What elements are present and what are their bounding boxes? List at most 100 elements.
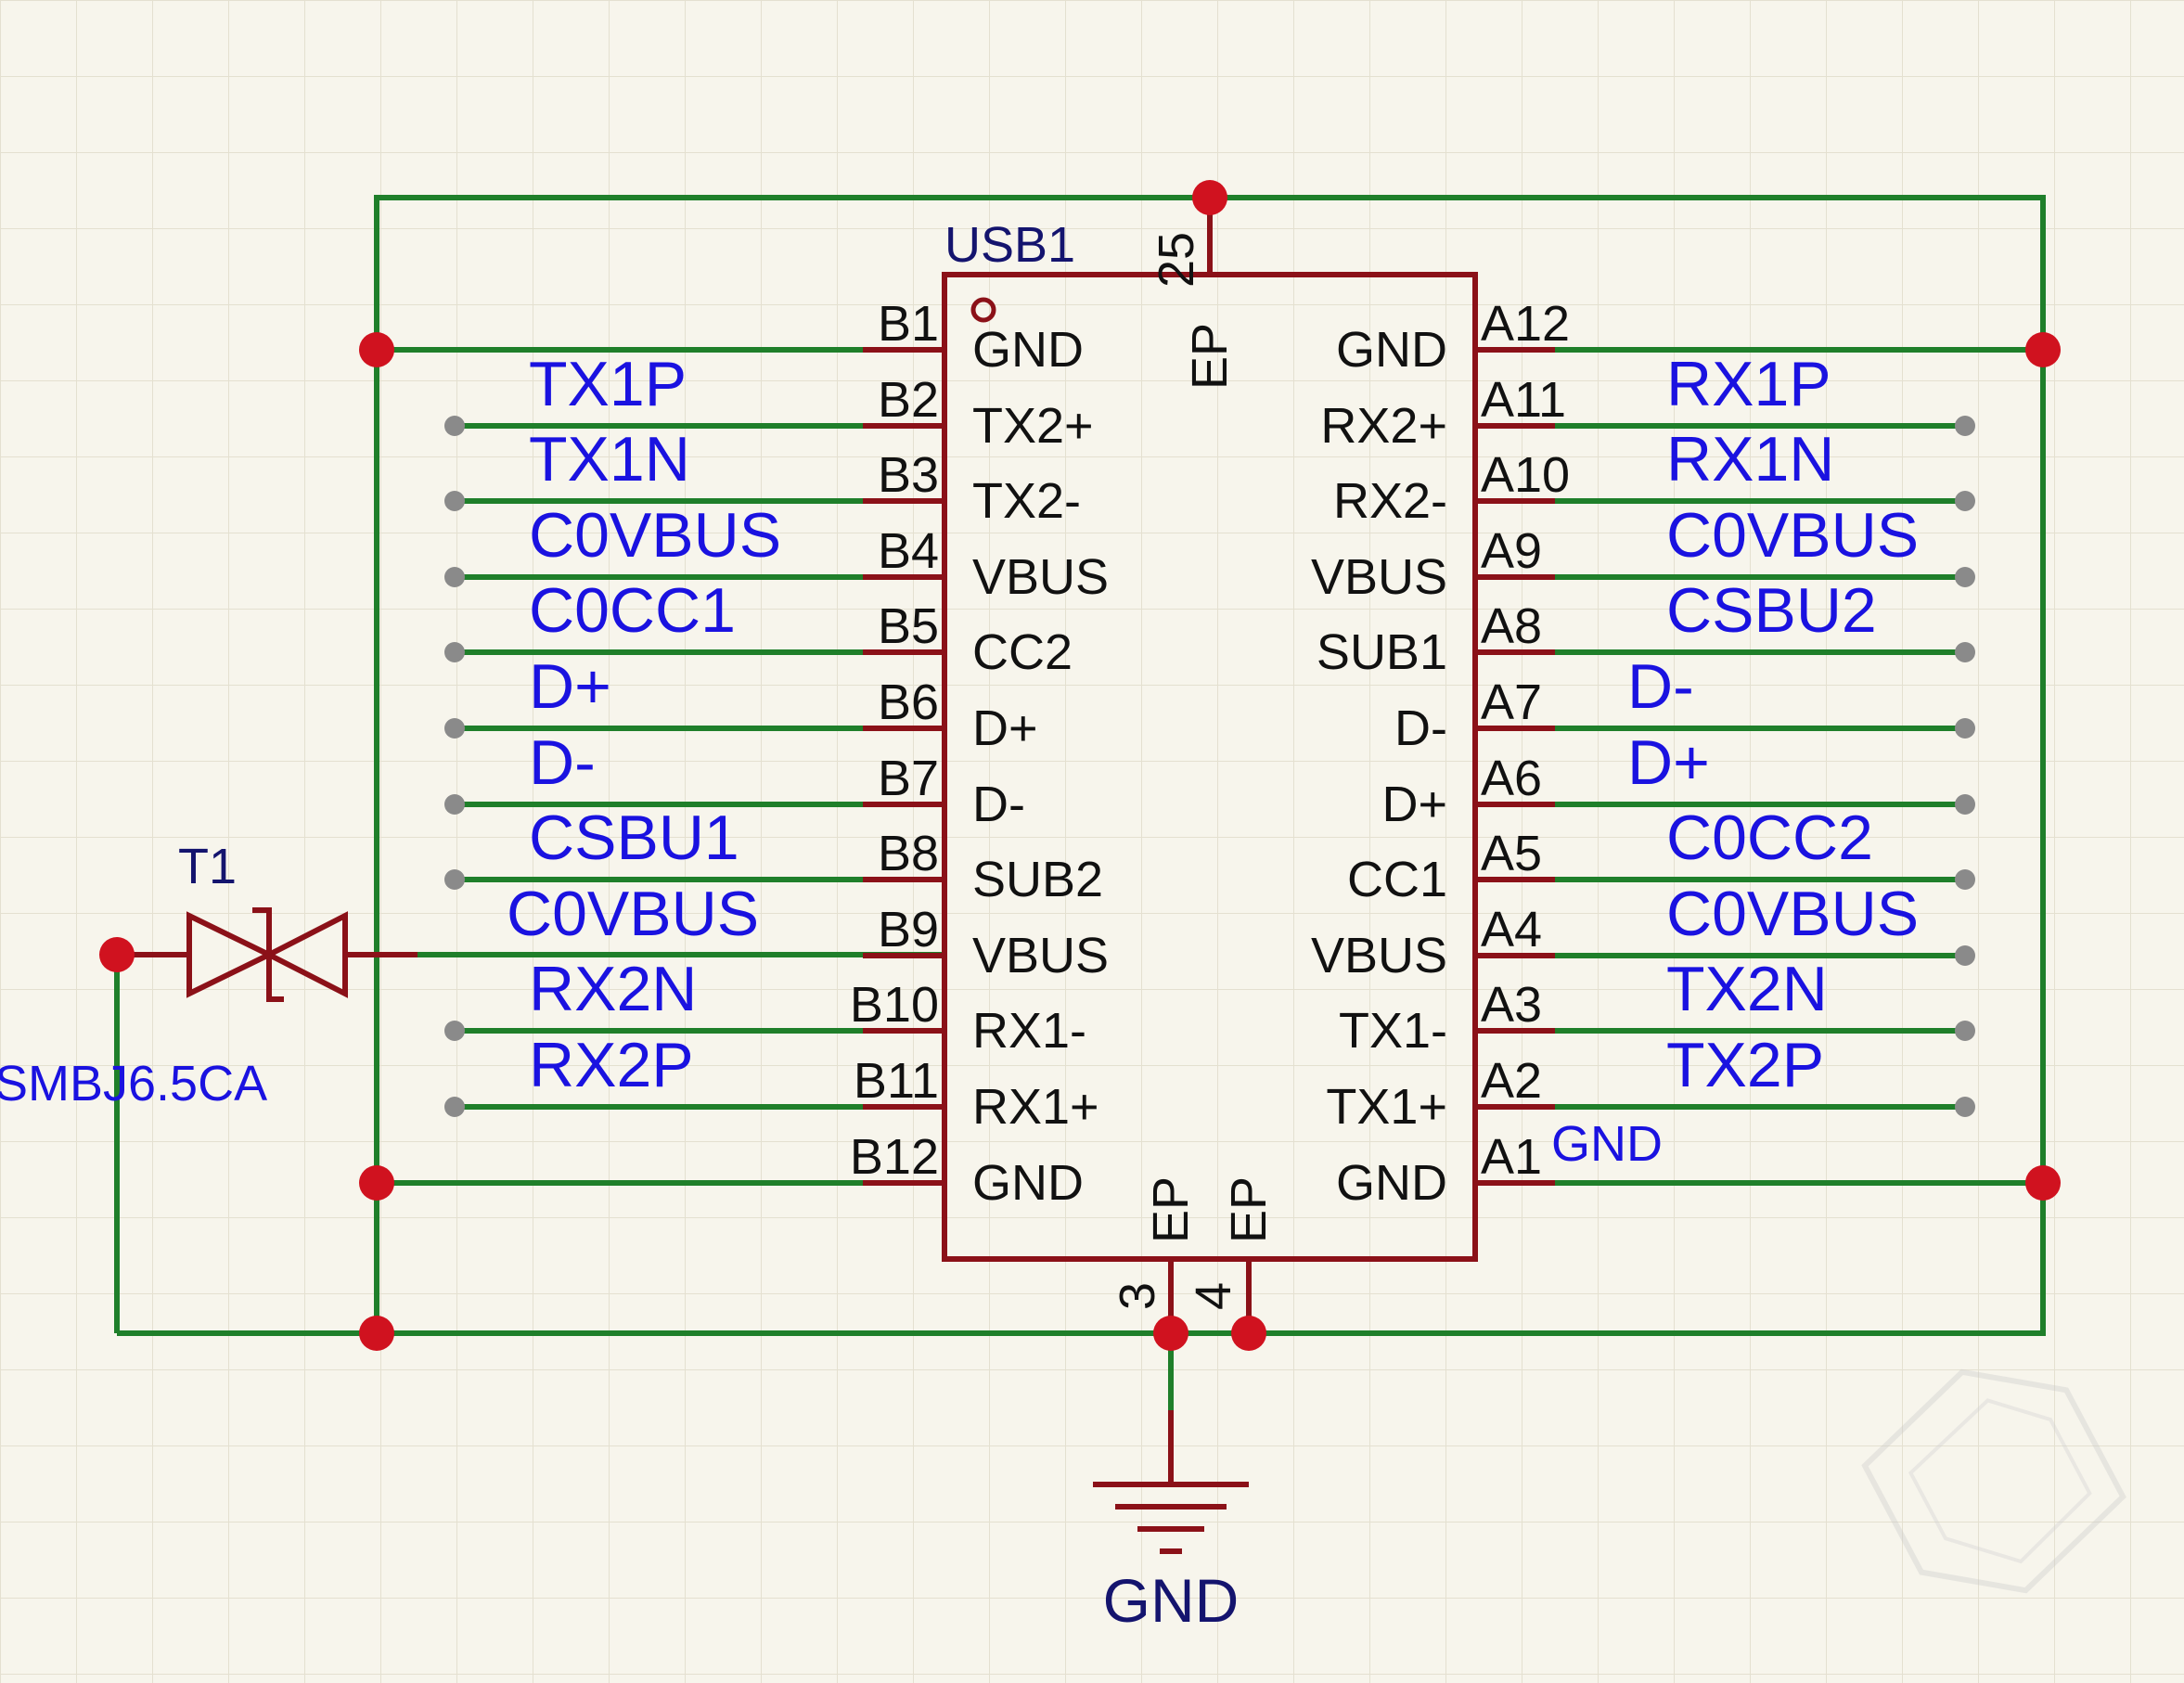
pin-number-a5: A5: [1481, 826, 1542, 881]
open-end-a8: [1955, 642, 1975, 662]
open-end-b11: [444, 1097, 465, 1117]
net-label-b3: TX1N: [529, 424, 690, 495]
junction: [99, 937, 135, 972]
pin-number-b9: B9: [878, 902, 939, 957]
pin-name-b8: SUB2: [972, 852, 1103, 907]
pin-name-a5: CC1: [1347, 852, 1447, 907]
pin-number-a12: A12: [1481, 296, 1570, 352]
pin-name-b2: TX2+: [972, 398, 1094, 454]
net-label-a7: D-: [1627, 651, 1694, 722]
open-end-b6: [444, 718, 465, 739]
pin-name-b7: D-: [972, 777, 1025, 832]
open-end-a10: [1955, 491, 1975, 511]
pin-name-a10: RX2-: [1333, 473, 1447, 529]
right-pin-group: A12GNDA11RX2+RX1PA10RX2-RX1NA9VBUSC0VBUS…: [1311, 296, 2043, 1211]
net-label-b2: TX1P: [529, 349, 687, 419]
pin-number-a11: A11: [1481, 372, 1566, 428]
pin-name-b6: D+: [972, 700, 1038, 756]
net-label-a9: C0VBUS: [1666, 500, 1919, 571]
pin-number-b3: B3: [878, 447, 939, 503]
pin-name-b5: CC2: [972, 624, 1073, 680]
pin-number-a4: A4: [1481, 902, 1542, 957]
net-label-a3: TX2N: [1666, 954, 1828, 1024]
ep-bottom-pins: 3 4 EP EP: [1110, 1176, 1277, 1333]
pin-number-b2: B2: [878, 372, 939, 428]
open-end-b2: [444, 416, 465, 436]
junction: [359, 1165, 394, 1201]
net-label-b4: C0VBUS: [529, 500, 781, 571]
ep3-pin-number: 3: [1110, 1282, 1165, 1310]
pin-name-a2: TX1+: [1326, 1079, 1447, 1135]
pin-number-b1: B1: [878, 296, 939, 352]
gnd-label: GND: [1103, 1566, 1240, 1635]
pin-number-a1: A1: [1481, 1129, 1542, 1185]
open-end-b3: [444, 491, 465, 511]
pin-name-b3: TX2-: [972, 473, 1081, 529]
junctions: [99, 180, 2061, 1351]
pin-name-a6: D+: [1381, 777, 1447, 832]
net-label-a2: TX2P: [1666, 1030, 1824, 1100]
junction: [1192, 180, 1227, 215]
pin-number-b4: B4: [878, 523, 939, 579]
pin-number-a3: A3: [1481, 977, 1542, 1033]
pin-number-b8: B8: [878, 826, 939, 881]
net-label-a5: C0CC2: [1666, 803, 1873, 873]
tvs-value: SMBJ6.5CA: [0, 1056, 267, 1111]
pin-name-a7: D-: [1394, 700, 1447, 756]
pin-name-b4: VBUS: [972, 549, 1109, 605]
pin-number-a7: A7: [1481, 674, 1542, 730]
pin-name-a8: SUB1: [1317, 624, 1447, 680]
tvs-triangle-left: [186, 911, 276, 998]
junction: [1231, 1316, 1266, 1351]
pin-number-b11: B11: [854, 1053, 939, 1109]
pin-name-b1: GND: [972, 322, 1084, 378]
junction: [2025, 332, 2061, 367]
open-end-a5: [1955, 869, 1975, 890]
net-label-a1: GND: [1551, 1116, 1663, 1172]
open-end-a7: [1955, 718, 1975, 739]
pin-number-a2: A2: [1481, 1053, 1542, 1109]
net-label-b8: CSBU1: [529, 803, 739, 873]
net-label-b9: C0VBUS: [507, 879, 759, 949]
open-end-b8: [444, 869, 465, 890]
pin-name-b9: VBUS: [972, 928, 1109, 983]
pin-number-b10: B10: [850, 977, 939, 1033]
pin-name-a4: VBUS: [1311, 928, 1447, 983]
pin-name-a9: VBUS: [1311, 549, 1447, 605]
pin-number-a6: A6: [1481, 751, 1542, 806]
pin-number-a10: A10: [1481, 447, 1570, 503]
pin-name-b12: GND: [972, 1155, 1084, 1211]
net-label-a4: C0VBUS: [1666, 879, 1919, 949]
usb1-designator: USB1: [944, 217, 1075, 273]
open-end-a4: [1955, 945, 1975, 966]
tvs-designator: T1: [178, 839, 237, 894]
open-end-a3: [1955, 1021, 1975, 1041]
junction: [1153, 1316, 1188, 1351]
open-end-b5: [444, 642, 465, 662]
pin1-marker: [970, 297, 996, 323]
ep4-pin-name: EP: [1221, 1176, 1277, 1243]
net-label-b6: D+: [529, 651, 611, 722]
open-end-a9: [1955, 567, 1975, 587]
pin-number-b6: B6: [878, 674, 939, 730]
pin-name-a3: TX1-: [1339, 1003, 1447, 1059]
ep-top-pin-number: 25: [1149, 232, 1204, 288]
open-end-b7: [444, 794, 465, 815]
pin-number-b7: B7: [878, 751, 939, 806]
pin-name-a12: GND: [1336, 322, 1447, 378]
junction: [2025, 1165, 2061, 1201]
open-end-b4: [444, 567, 465, 587]
open-end-a2: [1955, 1097, 1975, 1117]
ep-top-pin-name: EP: [1182, 323, 1238, 390]
net-label-b10: RX2N: [529, 954, 697, 1024]
open-end-a11: [1955, 416, 1975, 436]
ep4-pin-number: 4: [1186, 1282, 1241, 1310]
top-rail: [374, 195, 2046, 1336]
open-end-b10: [444, 1021, 465, 1041]
pin-number-a8: A8: [1481, 598, 1542, 654]
pin-number-a9: A9: [1481, 523, 1542, 579]
net-label-b7: D-: [529, 727, 596, 798]
